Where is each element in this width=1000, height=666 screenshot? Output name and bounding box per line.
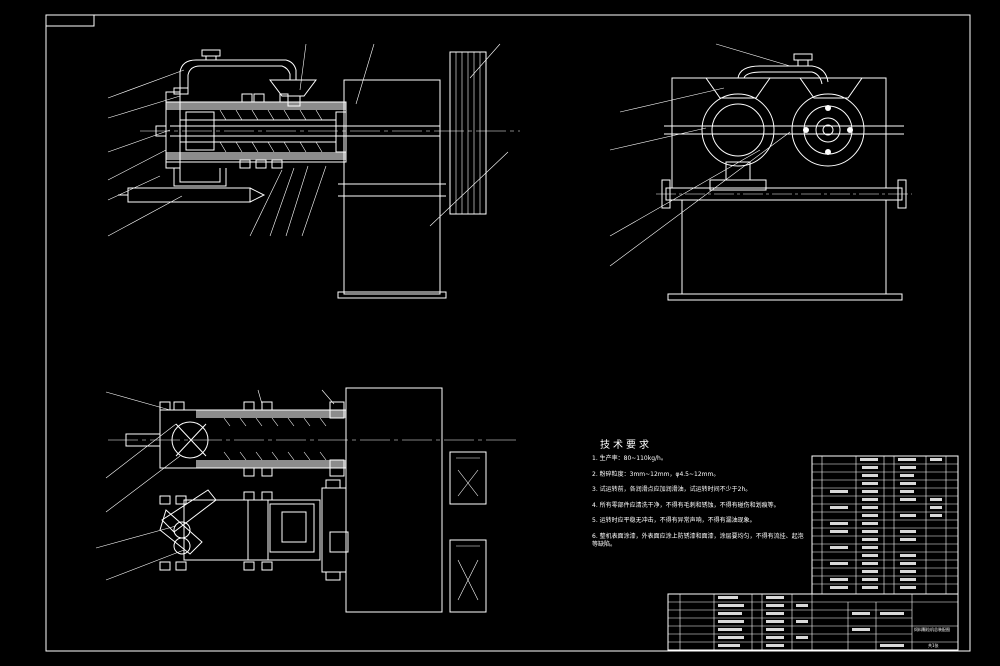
front-section-view: [107, 43, 520, 299]
top-view: [95, 387, 520, 613]
drawing-corner-tag: [45, 14, 95, 27]
title-block: [667, 593, 959, 651]
requirement-item: 1. 生产率：80~110kg/h。: [592, 455, 667, 462]
technical-requirements-title: 技术要求: [600, 440, 652, 451]
drawing-border: [45, 14, 971, 652]
requirement-item: 5. 运转时应平稳无冲击，不得有异常声响，不得有漏油现象。: [592, 517, 756, 524]
requirement-item: 3. 试运转前，各润滑点应加润滑油，试运转时间不少于2h。: [592, 486, 752, 493]
technical-requirements-list: 1. 生产率：80~110kg/h。 2. 粉碎粒度：3mm~12mm，φ4.5…: [592, 455, 807, 556]
requirement-item: 4. 所有零部件应清洗干净，不得有毛刺和锈蚀，不得有碰伤和划痕等。: [592, 501, 780, 509]
requirement-item: 6. 整机表面涂漆，外表面应涂上防锈漆和面漆，涂层要均匀，不得有流挂、起泡等缺陷…: [592, 532, 804, 548]
side-view: [609, 43, 912, 301]
parts-list-table: [811, 455, 959, 595]
requirement-item: 2. 粉碎粒度：3mm~12mm，φ4.5~12mm。: [592, 470, 720, 478]
drawing-name: 饲料颗粒机总装配图: [914, 627, 950, 632]
sheet-count: 共1张: [928, 643, 939, 648]
